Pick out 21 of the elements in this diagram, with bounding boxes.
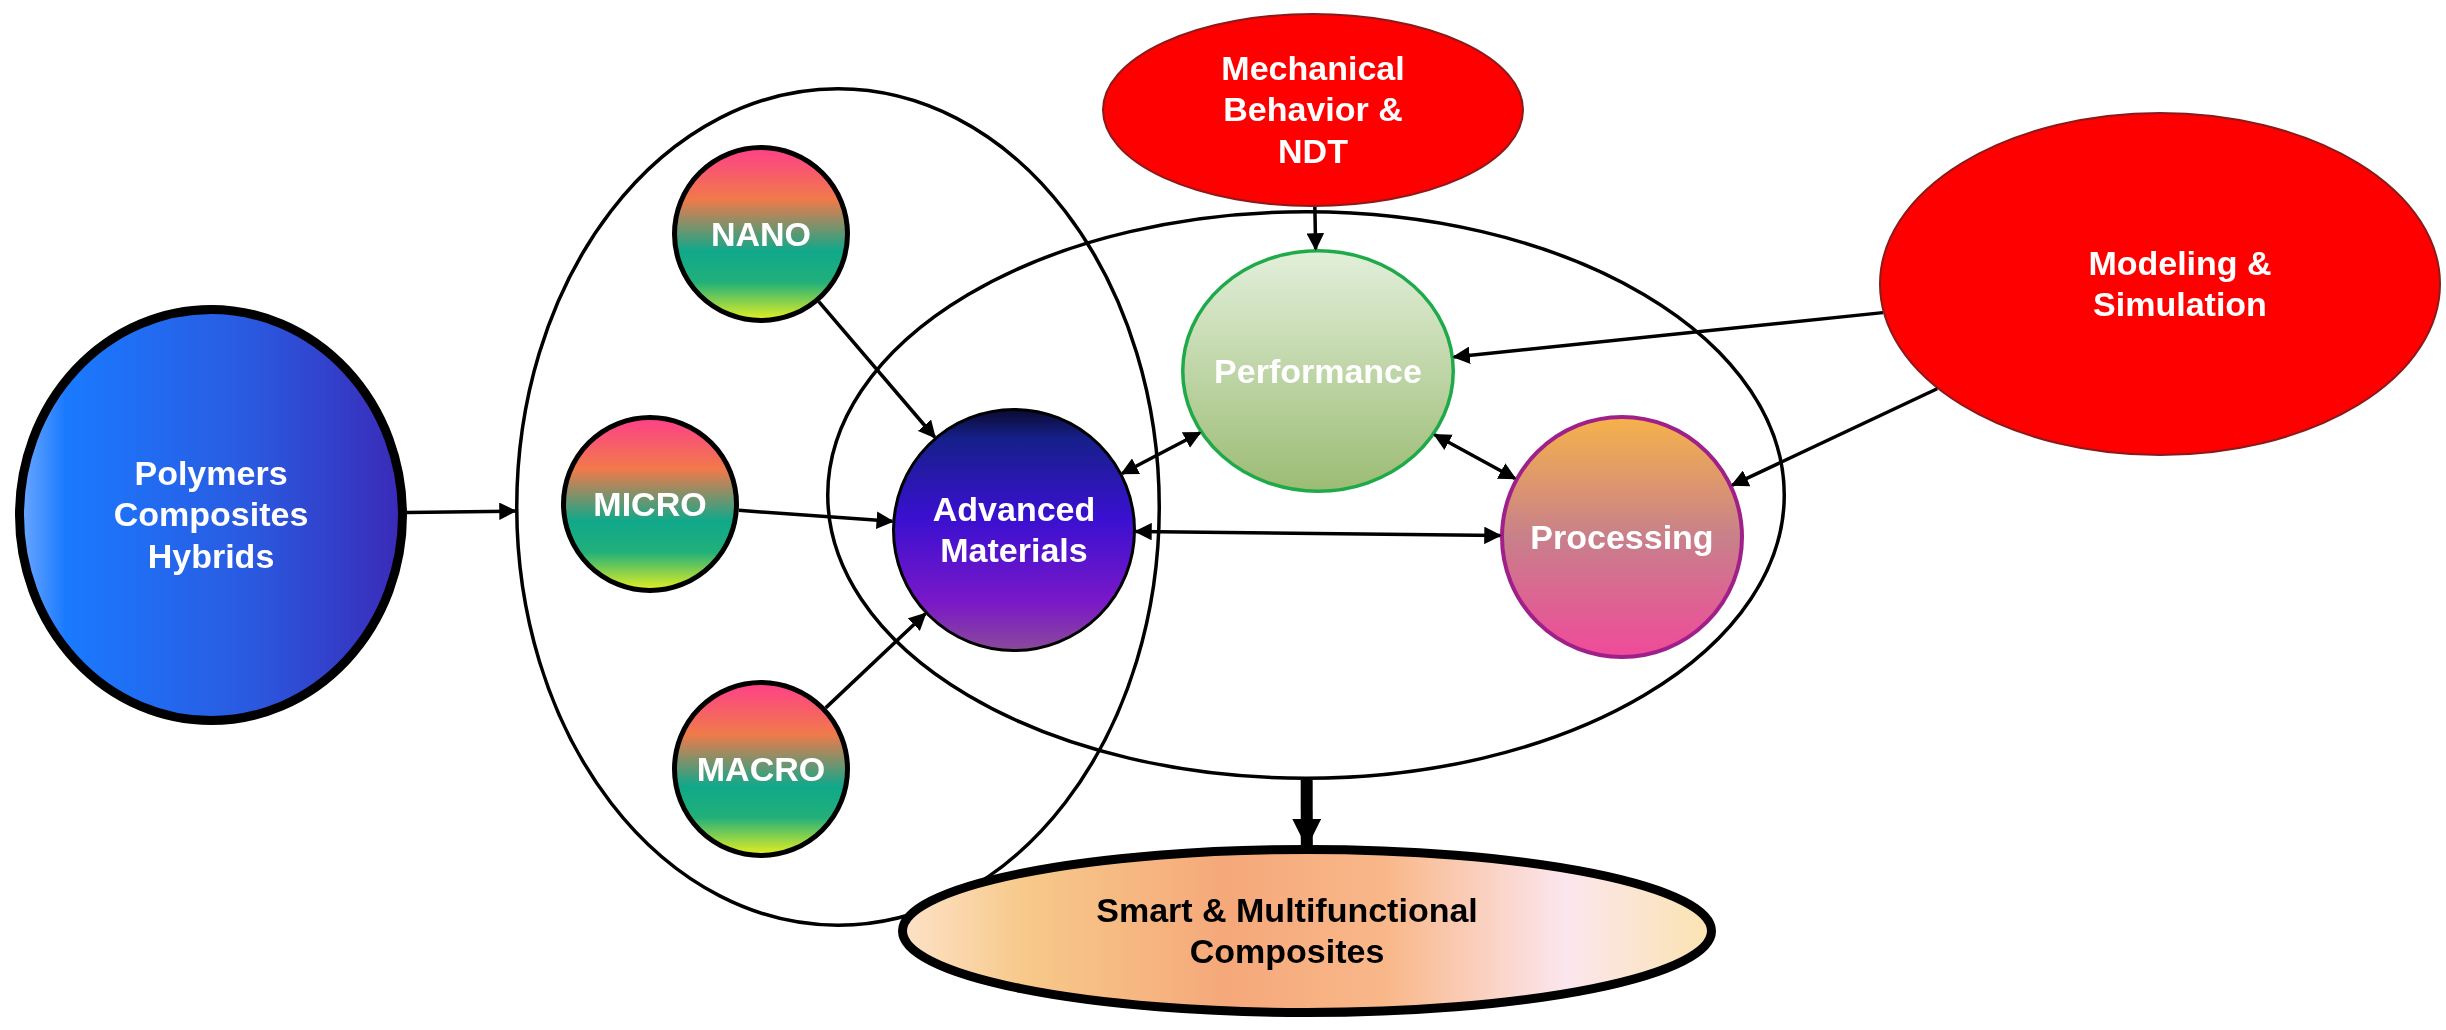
arrow — [817, 300, 937, 439]
arrow — [824, 612, 927, 710]
node-label: MACRO — [695, 748, 827, 790]
node-label: Smart & Multifunctional Composites — [1095, 889, 1479, 972]
arrow — [1134, 522, 1502, 545]
node-label: MICRO — [592, 483, 708, 525]
node-label: Advanced Materials — [931, 488, 1097, 571]
node-label: Polymers Composites Hybrids — [112, 453, 310, 577]
arrow — [1730, 387, 1938, 487]
node-label: NANO — [709, 213, 813, 255]
arrow — [1306, 206, 1325, 251]
arrow — [1292, 779, 1322, 848]
node-label: Processing — [1529, 516, 1715, 558]
node-label: Modeling & Simulation — [2087, 242, 2273, 325]
arrow — [738, 508, 895, 529]
arrow — [1452, 310, 1884, 364]
node-label: Performance — [1213, 350, 1423, 392]
arrow — [406, 502, 517, 521]
arrow — [1120, 431, 1202, 475]
node-label: Mechanical Behavior & NDT — [1220, 48, 1406, 172]
arrow — [1433, 433, 1517, 481]
